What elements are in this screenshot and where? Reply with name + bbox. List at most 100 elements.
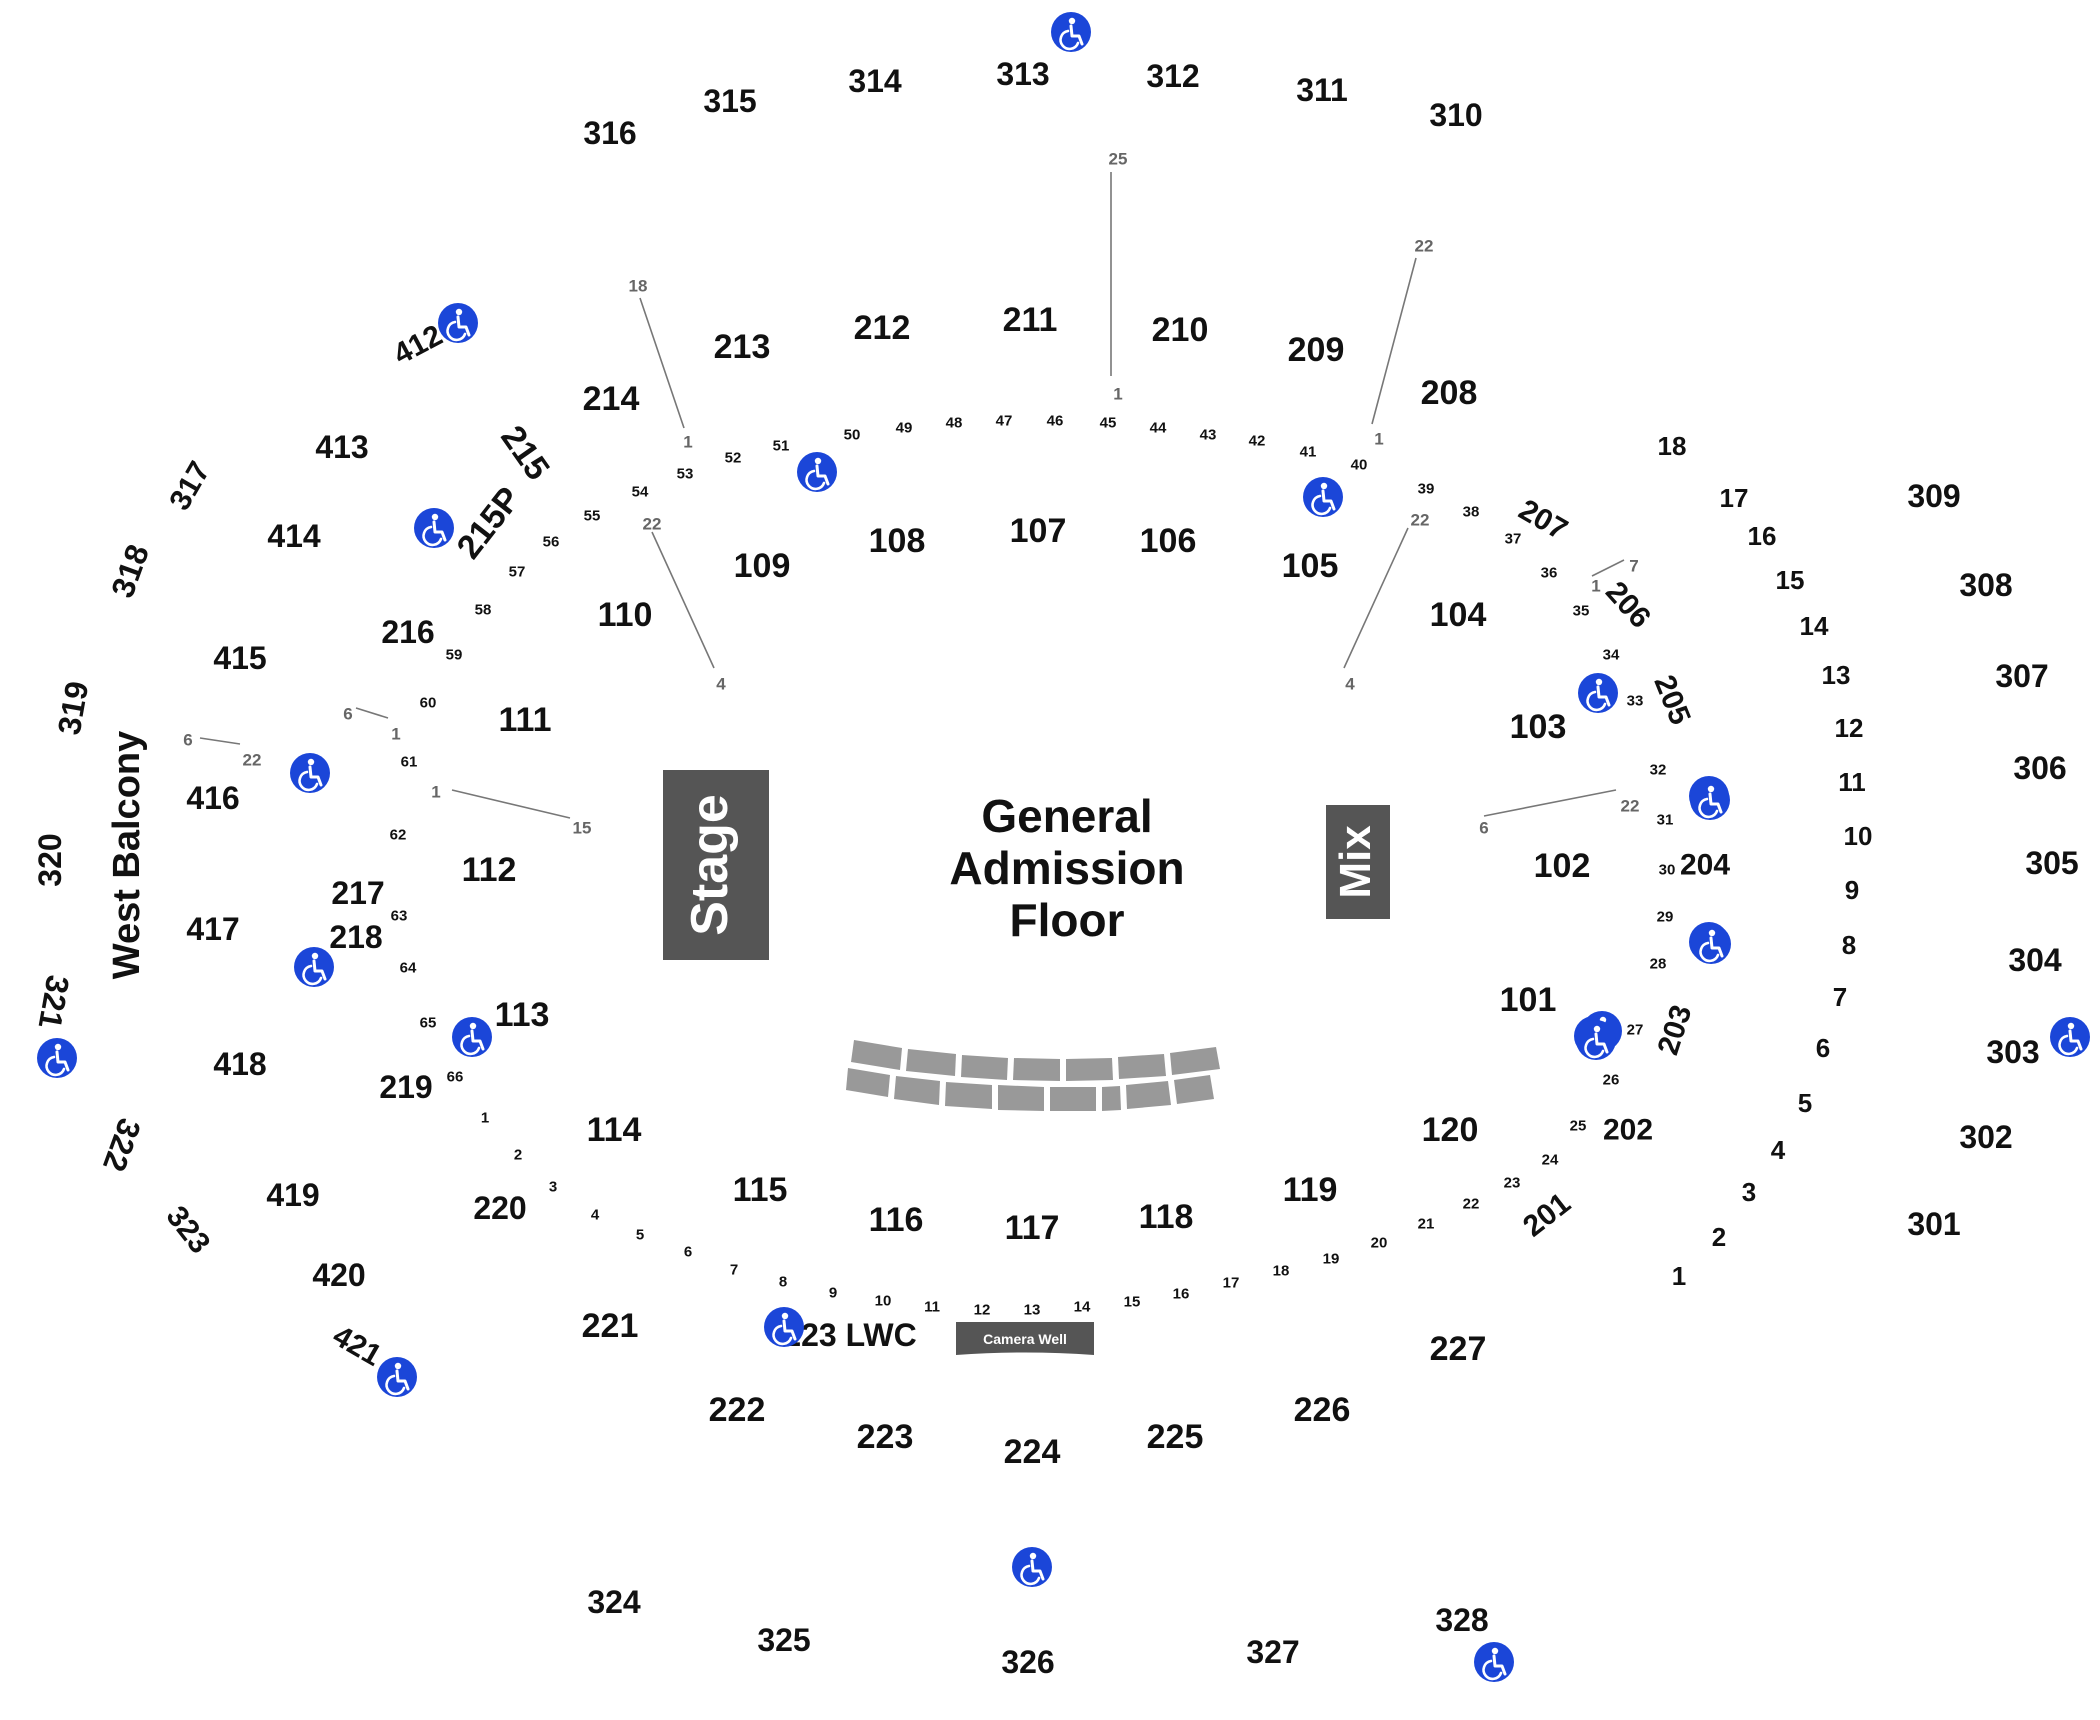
section-101[interactable]: 101 [1500, 981, 1557, 1019]
section-419[interactable]: 419 [266, 1177, 319, 1213]
section-421[interactable]: 421 [327, 1319, 387, 1373]
inner-row-1: 1 [481, 1110, 489, 1127]
section-310[interactable]: 310 [1429, 97, 1482, 133]
section-115[interactable]: 115 [733, 1171, 788, 1209]
section-320[interactable]: 320 [32, 833, 68, 886]
section-326[interactable]: 326 [1001, 1644, 1054, 1680]
section-212[interactable]: 212 [854, 309, 911, 347]
section-106[interactable]: 106 [1140, 522, 1197, 560]
section-309[interactable]: 309 [1907, 478, 1960, 514]
section-304[interactable]: 304 [2008, 942, 2062, 978]
section-213[interactable]: 213 [714, 328, 771, 366]
section-325[interactable]: 325 [757, 1622, 810, 1658]
section-109[interactable]: 109 [734, 547, 791, 585]
section-214[interactable]: 214 [583, 380, 640, 418]
wheelchair-icon [762, 1305, 806, 1349]
section-415[interactable]: 415 [213, 640, 266, 676]
section-113[interactable]: 113 [495, 996, 550, 1034]
section-203[interactable]: 203 [1652, 1001, 1699, 1059]
section-303[interactable]: 303 [1986, 1034, 2039, 1070]
section-315[interactable]: 315 [703, 83, 756, 119]
section-206[interactable]: 206 [1599, 575, 1657, 634]
section-107[interactable]: 107 [1010, 512, 1067, 550]
section-210[interactable]: 210 [1152, 311, 1209, 349]
section-219[interactable]: 219 [379, 1069, 432, 1105]
section-202[interactable]: 202 [1603, 1114, 1653, 1147]
section-319[interactable]: 319 [51, 679, 96, 738]
section-317[interactable]: 317 [163, 456, 217, 516]
mix-position[interactable]: Mix [1326, 805, 1390, 919]
section-417[interactable]: 417 [186, 911, 239, 947]
inner-row-33: 33 [1627, 693, 1644, 710]
section-418[interactable]: 418 [213, 1046, 266, 1082]
section-312[interactable]: 312 [1146, 58, 1199, 94]
section-308[interactable]: 308 [1959, 567, 2012, 603]
section-227[interactable]: 227 [1430, 1330, 1487, 1368]
section-306[interactable]: 306 [2013, 750, 2066, 786]
wheelchair-icon [35, 1036, 79, 1080]
section-328[interactable]: 328 [1435, 1602, 1488, 1638]
section-327[interactable]: 327 [1246, 1634, 1299, 1670]
section-220[interactable]: 220 [473, 1190, 526, 1226]
section-307[interactable]: 307 [1995, 658, 2048, 694]
section-222[interactable]: 222 [709, 1391, 766, 1429]
section-208[interactable]: 208 [1421, 374, 1478, 412]
section-318[interactable]: 318 [104, 540, 156, 602]
section-225[interactable]: 225 [1147, 1418, 1204, 1456]
section-205[interactable]: 205 [1647, 671, 1696, 730]
camera-well[interactable]: Camera Well [956, 1322, 1094, 1355]
section-302[interactable]: 302 [1959, 1119, 2012, 1155]
section-311[interactable]: 311 [1296, 72, 1348, 108]
section-209[interactable]: 209 [1288, 331, 1345, 369]
section-108[interactable]: 108 [869, 522, 926, 560]
section-117[interactable]: 117 [1005, 1209, 1060, 1247]
section-216[interactable]: 216 [381, 614, 434, 650]
stage[interactable]: Stage [663, 770, 769, 960]
section-102[interactable]: 102 [1534, 847, 1591, 885]
section-105[interactable]: 105 [1282, 547, 1339, 585]
section-112[interactable]: 112 [462, 851, 517, 889]
section-104[interactable]: 104 [1430, 596, 1487, 634]
wheelchair-icon [292, 945, 336, 989]
section-111[interactable]: 111 [499, 701, 552, 739]
section-217[interactable]: 217 [331, 875, 384, 911]
section-316[interactable]: 316 [583, 115, 636, 151]
section-103[interactable]: 103 [1510, 708, 1567, 746]
section-201[interactable]: 201 [1517, 1187, 1577, 1244]
inner-row-13: 13 [1024, 1302, 1041, 1319]
inner-row-41: 41 [1300, 444, 1317, 461]
section-321[interactable]: 321 [32, 973, 77, 1032]
section-114[interactable]: 114 [587, 1111, 642, 1149]
section-118[interactable]: 118 [1139, 1198, 1194, 1236]
section-211[interactable]: 211 [1003, 301, 1058, 339]
outer-row-18: 18 [1658, 431, 1687, 461]
section-207[interactable]: 207 [1513, 493, 1573, 547]
section-322[interactable]: 322 [96, 1114, 148, 1176]
section-224[interactable]: 224 [1004, 1433, 1061, 1471]
section-420[interactable]: 420 [312, 1257, 365, 1293]
section-323[interactable]: 323 [160, 1200, 217, 1260]
section-324[interactable]: 324 [587, 1584, 641, 1620]
section-314[interactable]: 314 [848, 63, 902, 99]
section-305[interactable]: 305 [2025, 845, 2078, 881]
section-413[interactable]: 413 [315, 429, 368, 465]
section-218[interactable]: 218 [329, 919, 382, 955]
section-119[interactable]: 119 [1283, 1171, 1338, 1209]
section-414[interactable]: 414 [267, 518, 321, 554]
section-215[interactable]: 215 [493, 419, 557, 487]
section-416[interactable]: 416 [186, 780, 239, 816]
section-221[interactable]: 221 [582, 1307, 639, 1345]
pit-area[interactable] [846, 1040, 1220, 1111]
section-120[interactable]: 120 [1422, 1111, 1479, 1149]
section-313[interactable]: 313 [996, 56, 1049, 92]
outer-row-9: 9 [1845, 875, 1859, 905]
section-110[interactable]: 110 [598, 596, 653, 634]
section-223-lwc[interactable]: 223 LWC [783, 1317, 916, 1353]
section-204[interactable]: 204 [1680, 849, 1730, 882]
section-215p[interactable]: 215P [450, 480, 529, 566]
ga-floor-label[interactable]: General Admission Floor [949, 790, 1184, 946]
section-226[interactable]: 226 [1294, 1391, 1351, 1429]
section-223[interactable]: 223 [857, 1418, 914, 1456]
section-301[interactable]: 301 [1907, 1206, 1960, 1242]
section-116[interactable]: 116 [869, 1201, 924, 1239]
